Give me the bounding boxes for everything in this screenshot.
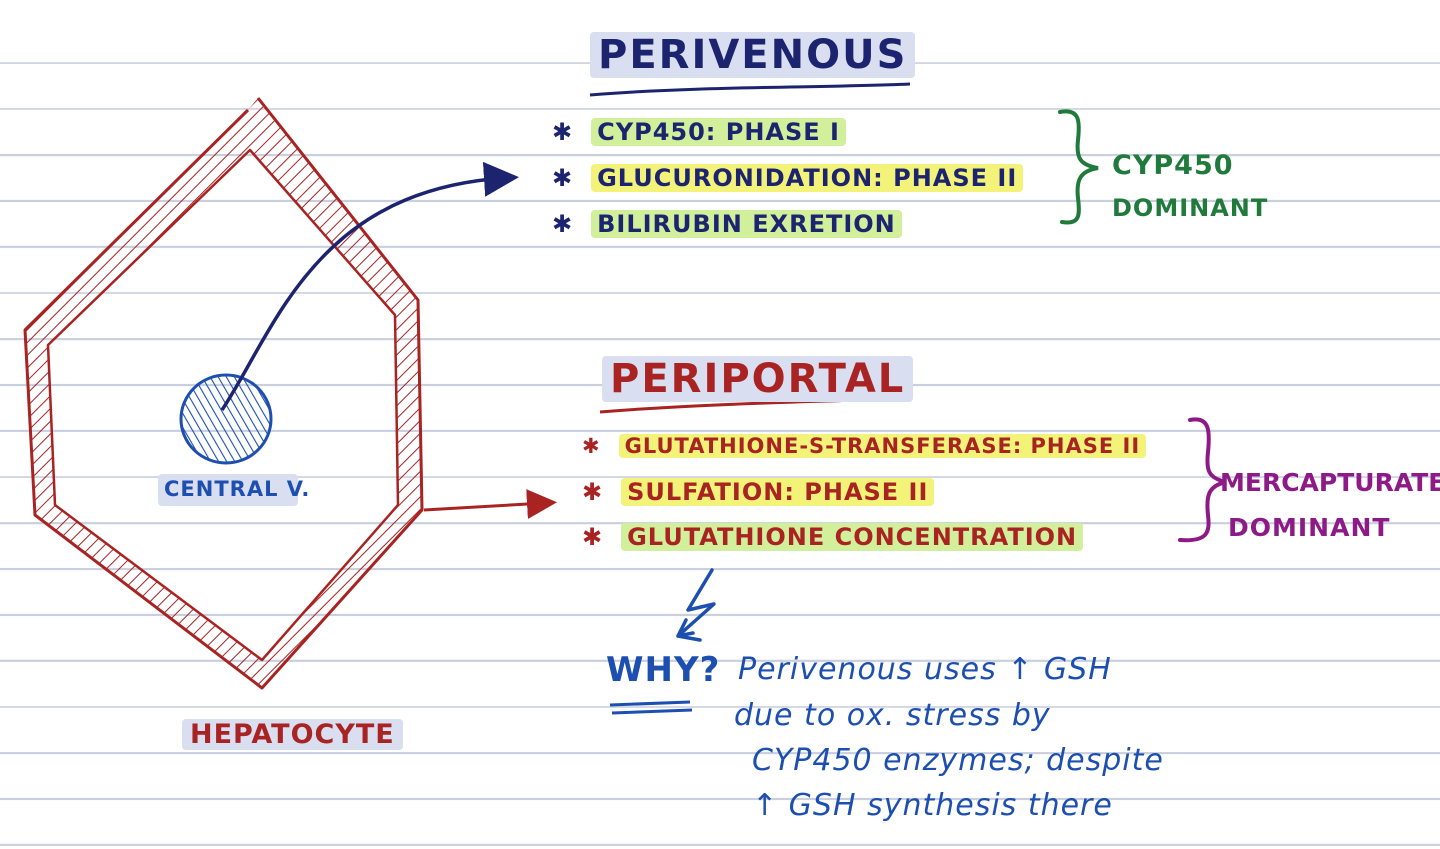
arrow-to-periportal bbox=[423, 489, 557, 520]
hepatocyte-label: HEPATOCYTE bbox=[182, 719, 403, 750]
bullet-icon: ✱ bbox=[552, 118, 574, 146]
periportal-note-line: MERCAPTURATE bbox=[1220, 468, 1440, 497]
perivenous-note-line: CYP450 bbox=[1112, 150, 1234, 181]
bullet-icon: ✱ bbox=[582, 434, 601, 458]
periportal-note-line: DOMINANT bbox=[1228, 513, 1391, 542]
why-label: WHY? bbox=[606, 650, 721, 690]
why-line: CYP450 enzymes; despite bbox=[752, 743, 1164, 778]
hepatocyte-outer-outline bbox=[23, 97, 424, 690]
central-vein-label-highlight bbox=[158, 474, 298, 506]
perivenous-brace bbox=[1058, 109, 1099, 225]
bullet-icon: ✱ bbox=[582, 523, 604, 551]
perivenous-item: ✱GLUCURONIDATION: PHASE II bbox=[552, 164, 1024, 192]
perivenous-title: Perivenous bbox=[590, 32, 916, 78]
central-vein-shape bbox=[179, 373, 273, 465]
why-pointer-arrow bbox=[676, 568, 716, 642]
periportal-title: Periportal bbox=[602, 356, 914, 402]
perivenous-item: ✱CYP450: PHASE I bbox=[552, 118, 846, 146]
central-vein-label: CENTRAL V. bbox=[164, 477, 311, 501]
bullet-icon: ✱ bbox=[582, 478, 604, 506]
periportal-brace bbox=[1178, 417, 1227, 543]
hepatocyte-wall bbox=[25, 98, 422, 688]
periportal-item: ✱SULFATION: PHASE II bbox=[582, 478, 935, 506]
periportal-item: ✱GLUTATHIONE-S-TRANSFERASE: PHASE II bbox=[582, 434, 1147, 458]
why-line: Perivenous uses ↑ GSH bbox=[738, 652, 1112, 687]
why-line: due to ox. stress by bbox=[734, 698, 1051, 733]
arrow-to-perivenous bbox=[220, 161, 519, 411]
periportal-item: ✱GLUTATHIONE CONCENTRATION bbox=[582, 523, 1084, 551]
why-underline bbox=[609, 700, 693, 715]
bullet-icon: ✱ bbox=[552, 210, 574, 238]
hepatocyte-inner-outline bbox=[46, 148, 400, 662]
perivenous-note-line: DOMINANT bbox=[1112, 194, 1269, 222]
bullet-icon: ✱ bbox=[552, 164, 574, 192]
why-line: ↑ GSH synthesis there bbox=[752, 788, 1113, 823]
perivenous-underline bbox=[589, 82, 911, 97]
perivenous-item: ✱BILIRUBIN EXRETION bbox=[552, 210, 902, 238]
